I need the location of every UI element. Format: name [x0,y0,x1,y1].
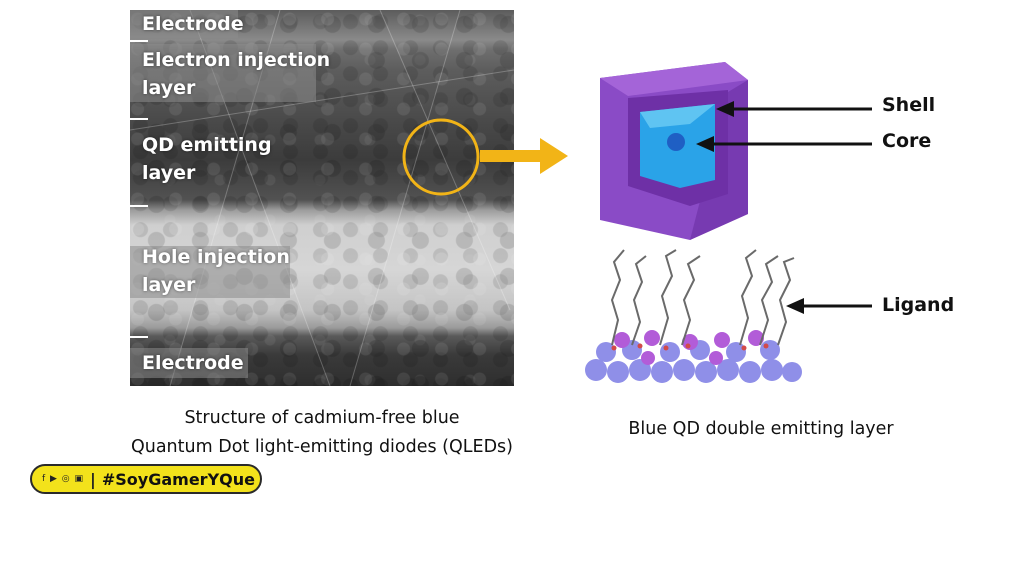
electron-injection-bg [130,44,316,102]
core-label: Core [882,130,932,152]
label-hole-injection-line2: layer [142,274,196,296]
label-qd-emitting: QD emitting [142,134,272,156]
ligand-structure [585,249,802,383]
hashtag-text: #SoyGamerYQue [101,469,255,489]
micrograph-caption-line2: Quantum Dot light-emitting diodes (QLEDs… [130,437,514,457]
micrograph-caption-line1: Structure of cadmium-free blue [184,408,460,428]
core-pointer-arrow-icon [696,136,714,152]
badge-separator: | [90,469,96,489]
layer-tick [130,205,148,207]
layer-tick [130,118,148,120]
cube-top-face [600,62,748,96]
layer-tick [130,336,148,338]
shell-pointer-arrow-icon [716,101,734,117]
ligand-label: Ligand [882,294,955,316]
zoom-arrow-icon [480,138,568,174]
social-icons: f ▶ ◎ ▣ [42,474,85,484]
qd-cube [600,62,748,240]
label-electron-injection: Electron injection [142,49,331,71]
ligand-pointer-arrow-icon [786,298,804,314]
label-hole-injection: Hole injection [142,246,290,268]
shell-label: Shell [882,94,936,116]
label-qd-emitting-line2: layer [142,162,196,184]
label-electrode-bottom: Electrode [142,352,244,374]
layer-tick [130,40,148,42]
label-electron-injection-line2: layer [142,77,196,99]
qd-diagram-caption: Blue QD double emitting layer [628,419,894,439]
core-highlight [640,104,715,128]
hole-injection-bg [130,246,290,298]
core-dot [667,133,685,151]
electrode-bottom-bg [130,348,248,378]
electrode-top-bg [130,10,238,38]
social-hashtag-badge[interactable]: f ▶ ◎ ▣ | #SoyGamerYQue [30,464,262,494]
label-electrode-top: Electrode [142,13,244,35]
highlight-circle [402,118,480,196]
